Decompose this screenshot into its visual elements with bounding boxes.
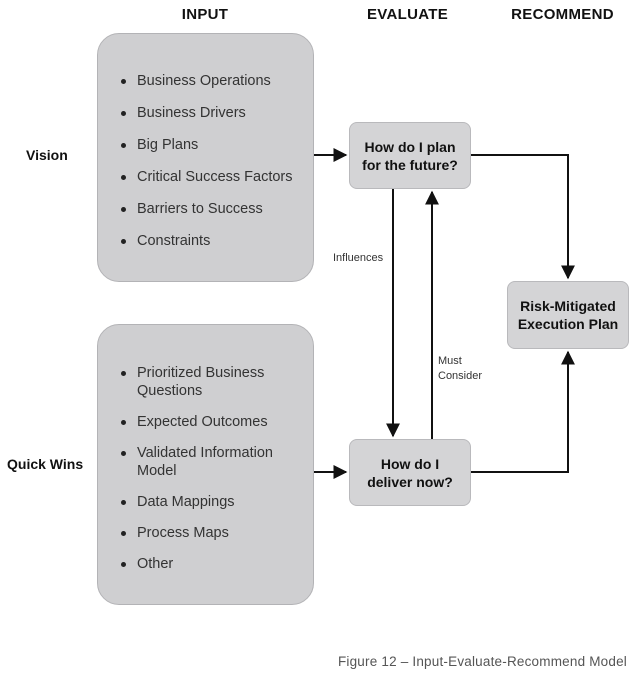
- list-item: Data Mappings: [98, 493, 303, 511]
- plan-future-box: How do I plan for the future?: [349, 122, 471, 189]
- list-item: Constraints: [98, 232, 313, 250]
- quick-wins-inputs-box: Prioritized Business Questions Expected …: [97, 324, 314, 605]
- list-item: Critical Success Factors: [98, 168, 313, 186]
- deliver-to-recommend-arrow: [471, 350, 575, 473]
- deliver-now-box: How do I deliver now?: [349, 439, 471, 506]
- list-item: Validated Information Model: [98, 444, 303, 480]
- list-item: Other: [98, 555, 303, 573]
- evaluate-column-header: EVALUATE: [366, 6, 448, 23]
- list-item: Business Operations: [98, 72, 313, 90]
- vision-row-label: Vision: [26, 147, 68, 163]
- vision-inputs-list: Business Operations Business Drivers Big…: [98, 72, 313, 250]
- list-item: Barriers to Success: [98, 200, 313, 218]
- recommend-column-header: RECOMMEND: [511, 6, 614, 23]
- list-item: Process Maps: [98, 524, 303, 542]
- input-column-header: INPUT: [181, 6, 229, 23]
- quick-wins-inputs-list: Prioritized Business Questions Expected …: [98, 364, 303, 573]
- quick-wins-row-label: Quick Wins: [7, 456, 84, 472]
- list-item: Business Drivers: [98, 104, 313, 122]
- deliver-now-text: How do I deliver now?: [367, 455, 453, 490]
- list-item: Expected Outcomes: [98, 413, 303, 431]
- figure-caption: Figure 12 – Input-Evaluate-Recommend Mod…: [337, 654, 627, 669]
- list-item: Prioritized Business Questions: [98, 364, 303, 400]
- influences-label: Influences: [333, 252, 384, 264]
- must-consider-label: Must Consider: [438, 355, 483, 382]
- execution-plan-text: Risk-Mitigated Execution Plan: [517, 298, 619, 332]
- list-item: Big Plans: [98, 136, 313, 154]
- vision-inputs-box: Business Operations Business Drivers Big…: [97, 33, 314, 282]
- execution-plan-box: Risk-Mitigated Execution Plan: [507, 281, 629, 349]
- plan-future-text: How do I plan for the future?: [362, 138, 458, 173]
- plan-to-recommend-arrow: [471, 154, 575, 280]
